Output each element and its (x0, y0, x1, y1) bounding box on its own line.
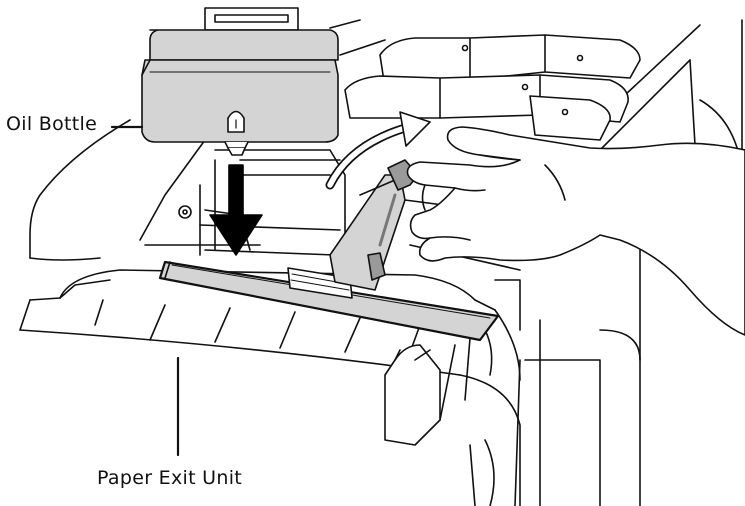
toner-cartridges (344, 34, 641, 141)
hand (406, 126, 745, 336)
callout-lines (110, 125, 180, 457)
oil-bottle-label: Oil Bottle (6, 113, 98, 135)
rotation-arrow-icon (325, 111, 431, 190)
oil-pad-bar (158, 260, 500, 342)
paper-exit-unit-label: Paper Exit Unit (97, 467, 243, 489)
printer-body (29, 19, 743, 506)
down-arrow-icon (209, 164, 263, 256)
oil-bottle (141, 7, 339, 156)
paper-exit-unit (19, 269, 521, 506)
